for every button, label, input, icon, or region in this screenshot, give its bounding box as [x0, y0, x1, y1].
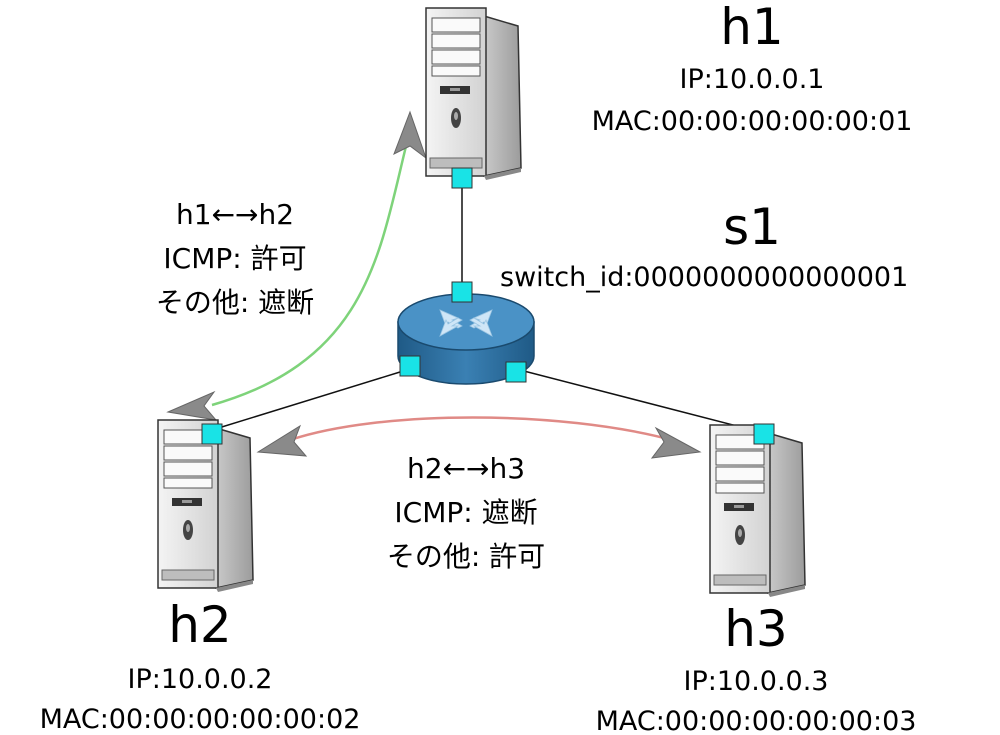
port-s1-h1 [451, 281, 473, 303]
host-mac-h1: MAC:00:00:00:00:00:01 [592, 106, 913, 137]
host-mac-h2: MAC:00:00:00:00:00:02 [40, 704, 361, 735]
host-name-h3: h3 [724, 600, 788, 658]
host-ip-h3: IP:10.0.0.3 [684, 666, 829, 697]
port-h3 [753, 423, 775, 445]
link-s1-h3 [519, 369, 765, 434]
host-ip-h1: IP:10.0.0.1 [680, 64, 825, 95]
host-ip-h2: IP:10.0.0.2 [128, 664, 273, 695]
arrowhead-h3-red [650, 426, 702, 459]
port-h2 [201, 423, 223, 445]
switch-name: s1 [723, 198, 781, 256]
port-h1 [451, 167, 473, 189]
flow-arc-h2-h3 [289, 416, 673, 442]
port-s1-h2 [399, 355, 421, 377]
router-icon [397, 293, 535, 385]
flow-arc-h1-h2 [211, 137, 410, 407]
port-s1-h3 [505, 361, 527, 383]
flow-rule-other-h1-h2: その他: 遮断 [156, 286, 314, 319]
flow-rule-icmp-h1-h2: ICMP: 許可 [163, 242, 306, 275]
flow-rule-icmp-h2-h3: ICMP: 遮断 [394, 496, 537, 529]
host-name-h1: h1 [720, 0, 784, 56]
server-icon [709, 424, 806, 598]
host-mac-h3: MAC:00:00:00:00:00:03 [596, 706, 917, 735]
switch-id: switch_id:0000000000000001 [500, 262, 908, 293]
flow-title-h2-h3: h2←→h3 [407, 452, 525, 485]
host-name-h2: h2 [168, 596, 232, 654]
server-icon [425, 7, 522, 181]
flow-title-h1-h2: h1←→h2 [176, 198, 294, 231]
arrowhead-h1 [393, 110, 428, 160]
arrowhead-h2-red [256, 424, 308, 457]
link-s1-h2 [211, 371, 401, 431]
flow-rule-other-h2-h3: その他: 許可 [387, 540, 545, 573]
server-icon [157, 419, 254, 593]
arrowhead-h2-green [166, 390, 218, 421]
